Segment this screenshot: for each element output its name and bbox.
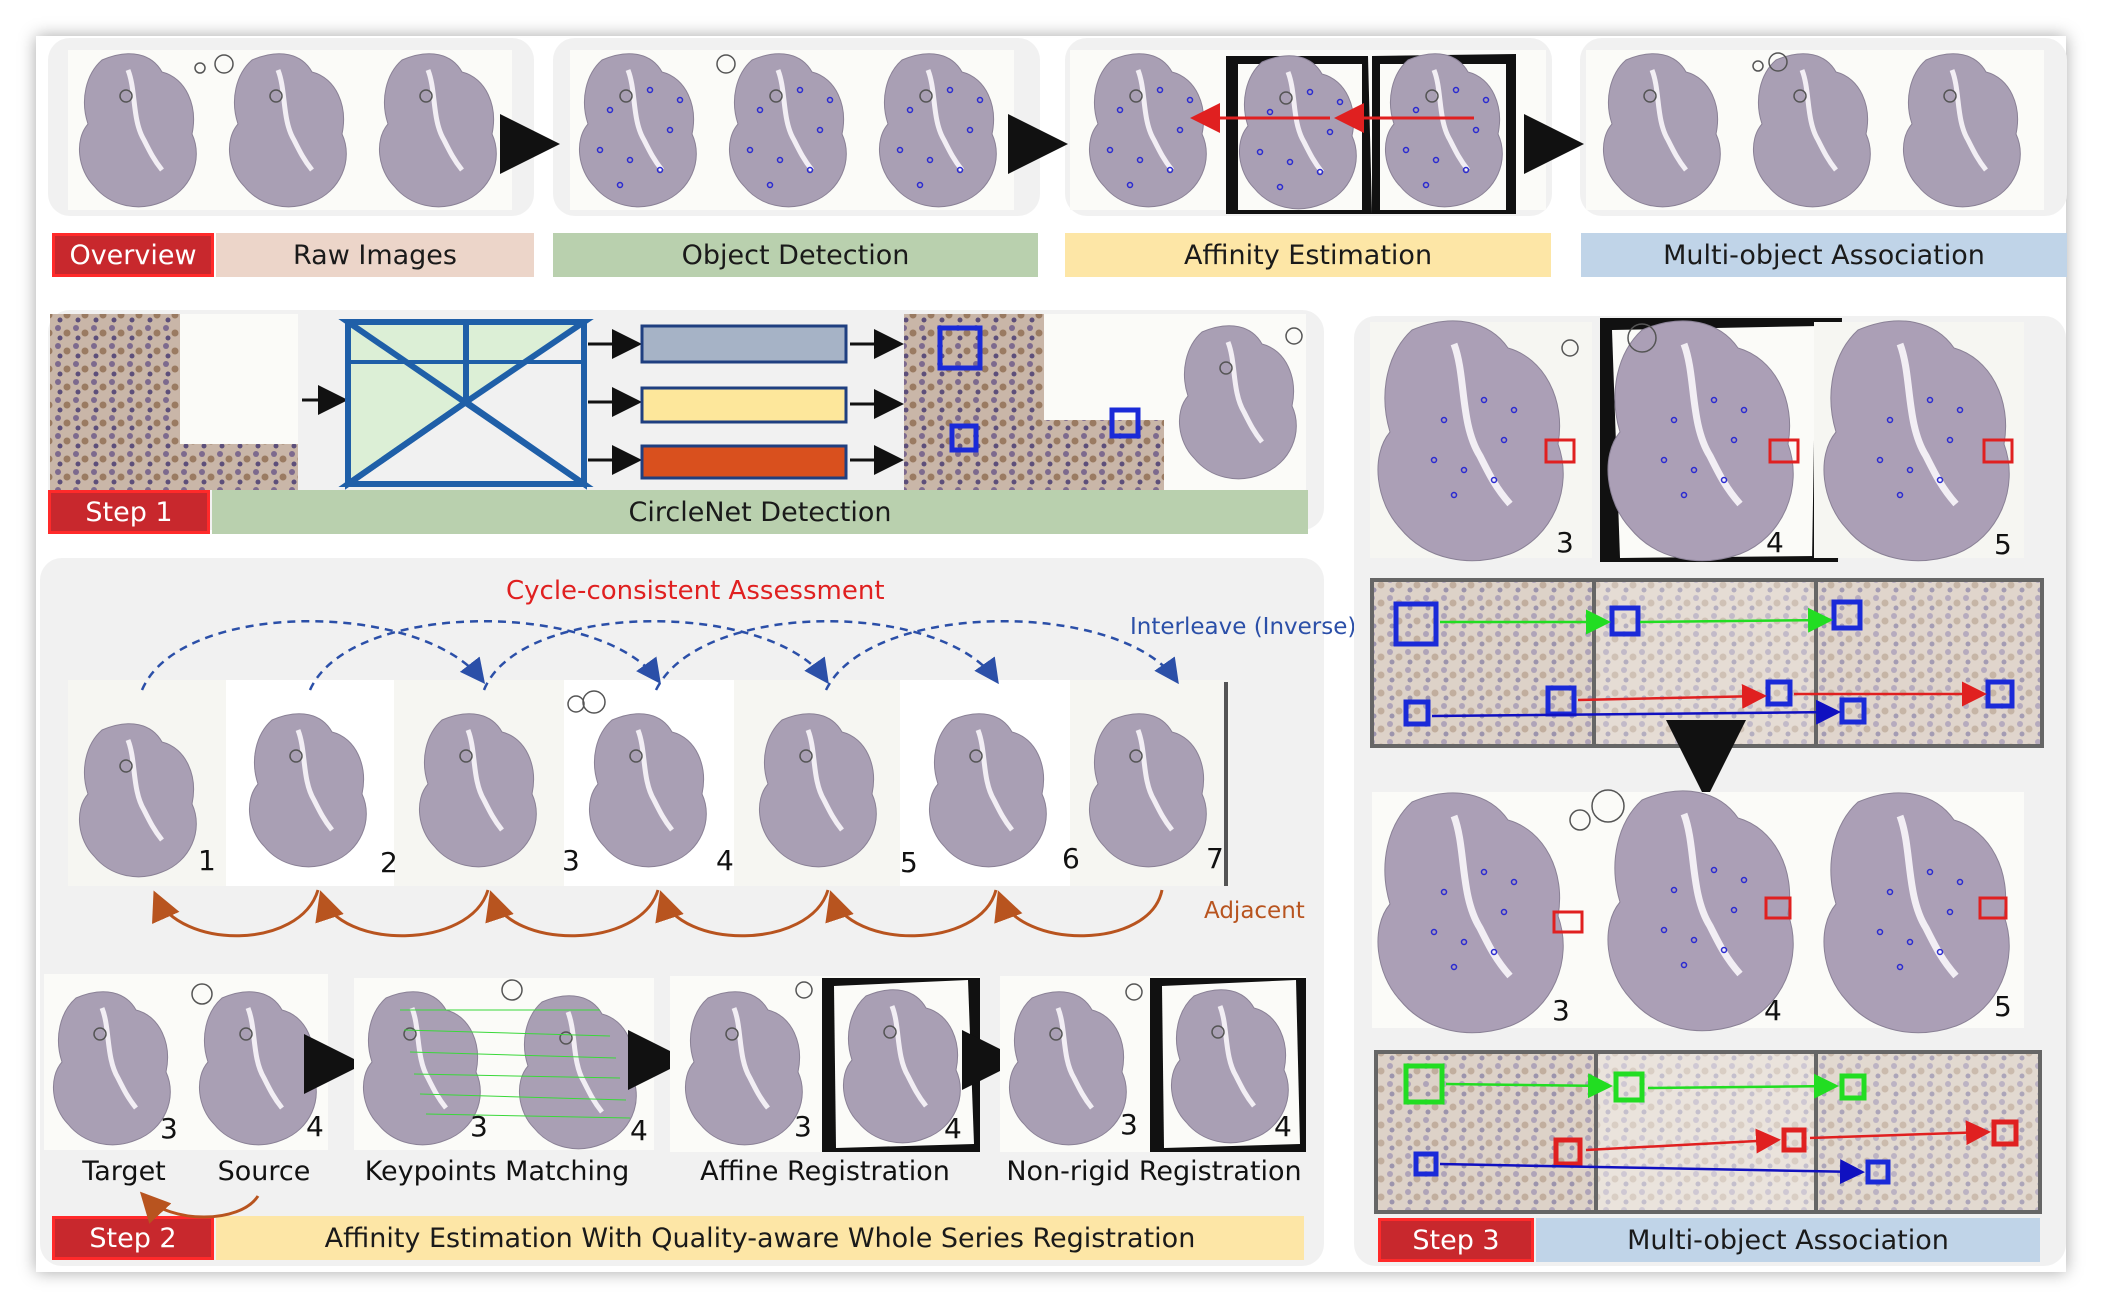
- affine-registration-image: [670, 976, 980, 1152]
- nonrigid-number-4: 4: [1274, 1110, 1292, 1143]
- target-number: 3: [160, 1112, 178, 1145]
- step3-detection-crops: [1370, 578, 2044, 748]
- stage-affinity-estimation: Affinity Estimation: [1065, 233, 1551, 277]
- nonrigid-registration-image: [1000, 976, 1306, 1152]
- series-number-1: 1: [198, 844, 216, 877]
- interleave-arrows: [140, 619, 1179, 691]
- keypoints-number-4: 4: [630, 1114, 648, 1147]
- step3-bottom-number-4: 4: [1764, 994, 1782, 1027]
- circlenet-detector: [338, 319, 594, 490]
- nonrigid-number-3: 3: [1120, 1108, 1138, 1141]
- source-number: 4: [306, 1110, 324, 1143]
- source-label: Source: [217, 1156, 311, 1187]
- series-number-7: 7: [1206, 842, 1224, 875]
- affine-registration-label: Affine Registration: [700, 1156, 950, 1187]
- step3-association-crops: [1374, 1050, 2042, 1214]
- nonrigid-registration-label: Non-rigid Registration: [1006, 1156, 1302, 1187]
- overview-affinity-estimation: [1070, 50, 1546, 214]
- series-number-3: 3: [562, 844, 580, 877]
- feature-head-yellow: [640, 386, 848, 424]
- step1-detection-output: [904, 314, 1306, 490]
- step3-top-number-3: 3: [1556, 526, 1574, 559]
- adjacent-label: Adjacent: [1204, 898, 1305, 924]
- step3-detected-slides: [1370, 318, 2024, 562]
- series-number-4: 4: [716, 844, 734, 877]
- step3-associated-slides: [1372, 790, 2024, 1033]
- series-number-6: 6: [1062, 842, 1080, 875]
- step2-tag: Step 2: [52, 1216, 214, 1260]
- keypoints-matching-image: [354, 978, 654, 1150]
- serial-section-series: [68, 680, 1230, 886]
- step1-tag: Step 1: [48, 490, 210, 534]
- target-source-pair: [44, 974, 328, 1150]
- adjacent-arrows: [152, 889, 1164, 938]
- step3-top-number-5: 5: [1994, 528, 2012, 561]
- stage-multi-object-association: Multi-object Association: [1581, 233, 2067, 277]
- step3-tag: Step 3: [1378, 1218, 1534, 1262]
- keypoints-matching-label: Keypoints Matching: [364, 1156, 630, 1187]
- step3-bottom-number-3: 3: [1552, 994, 1570, 1027]
- feature-head-orange: [640, 444, 848, 480]
- step3-top-number-4: 4: [1766, 526, 1784, 559]
- stage-object-detection: Object Detection: [553, 233, 1038, 277]
- feature-head-gray: [640, 324, 848, 364]
- affine-number-4: 4: [944, 1112, 962, 1145]
- step1-title: CircleNet Detection: [212, 490, 1308, 534]
- overview-tag: Overview: [52, 233, 214, 277]
- step2-title: Affinity Estimation With Quality-aware W…: [216, 1216, 1304, 1260]
- affine-number-3: 3: [794, 1110, 812, 1143]
- cycle-consistent-label: Cycle-consistent Assessment: [506, 576, 885, 606]
- keypoints-number-3: 3: [470, 1110, 488, 1143]
- series-number-5: 5: [900, 846, 918, 879]
- interleave-label: Interleave (Inverse): [1130, 614, 1357, 640]
- stage-raw-images: Raw Images: [216, 233, 534, 277]
- overview-object-detection: [570, 50, 1014, 210]
- target-source-arrow: [139, 1191, 260, 1224]
- overview-raw-images: [68, 50, 512, 210]
- step3-bottom-number-5: 5: [1994, 990, 2012, 1023]
- step3-title: Multi-object Association: [1536, 1218, 2040, 1262]
- overview-multi-object-association: [1586, 50, 2044, 210]
- series-number-2: 2: [380, 846, 398, 879]
- target-label: Target: [82, 1156, 166, 1187]
